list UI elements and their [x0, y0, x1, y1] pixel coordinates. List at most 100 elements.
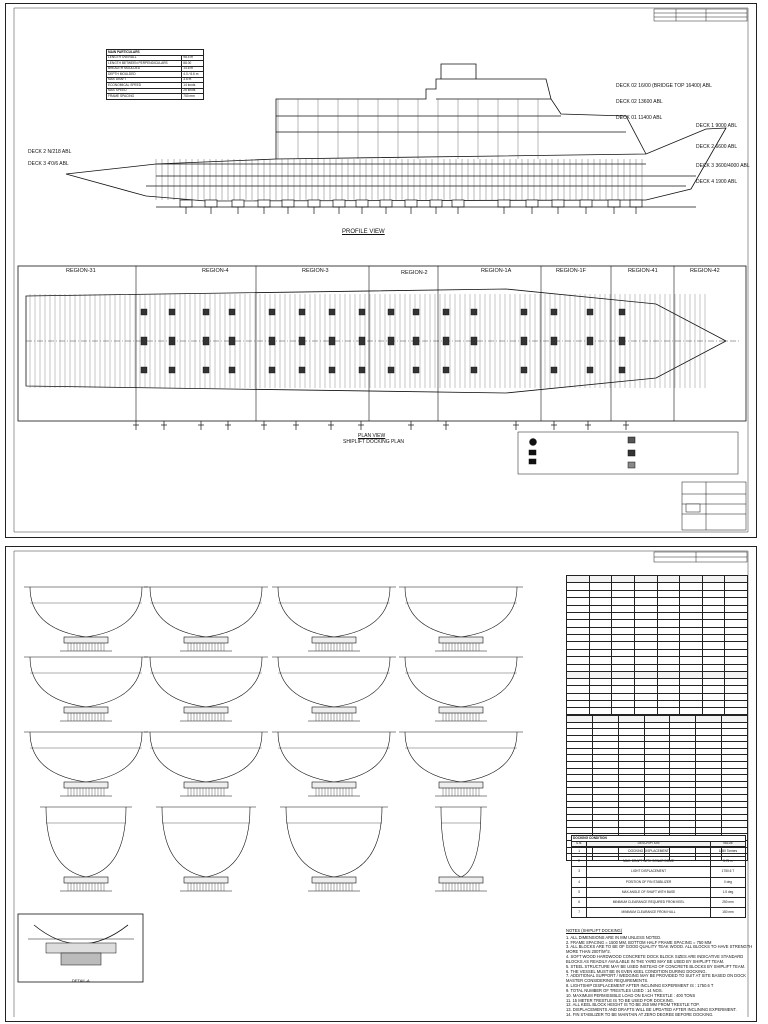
table-cell	[721, 728, 748, 736]
table-cell	[566, 734, 593, 743]
plan-view-subtitle: SHIPLIFT DOCKING PLAN	[343, 439, 405, 445]
table-cell	[643, 800, 671, 809]
table-cell	[656, 670, 681, 680]
table-row	[566, 793, 748, 802]
table-cell	[591, 741, 619, 749]
table-cell	[588, 706, 613, 716]
table-cell	[679, 619, 703, 628]
table-cell	[695, 754, 723, 763]
table-cell	[701, 656, 726, 665]
table-cell	[669, 761, 697, 769]
table-cell	[588, 692, 613, 701]
table-cell	[643, 807, 671, 815]
docking-condition-cell: 150 mm	[709, 907, 747, 919]
table-cell	[701, 582, 726, 591]
profile-view-title: PROFILE VIEW	[342, 229, 385, 235]
docking-condition-cell: 6	[570, 897, 588, 909]
table-cell	[633, 648, 658, 658]
table-cell	[566, 820, 593, 828]
table-cell	[591, 820, 619, 828]
table-cell	[643, 826, 671, 835]
table-cell	[611, 589, 635, 599]
table-cell	[669, 826, 697, 835]
table-row	[566, 663, 748, 672]
note-item: 2. FRAME SPACING = 1500 MM, BOTTOM HALF …	[566, 939, 712, 945]
table-cell	[679, 670, 703, 680]
table-cell	[588, 656, 613, 665]
table-cell	[701, 626, 726, 636]
table-row	[566, 826, 748, 835]
table-cell	[566, 715, 593, 723]
table-cell	[611, 641, 635, 650]
particular-value: 26 knots	[181, 87, 204, 95]
table-cell	[724, 604, 748, 613]
table-cell	[588, 641, 613, 650]
table-cell	[643, 813, 671, 822]
table-cell	[701, 685, 726, 694]
docking-condition-cell: 1.5 deg	[709, 886, 747, 899]
table-row	[566, 734, 748, 743]
table-cell	[701, 619, 726, 628]
particular-name: FRAME SPACING	[105, 93, 183, 100]
table-cell	[611, 656, 635, 665]
table-cell	[724, 663, 748, 672]
particular-name: LENGTH BETWEEN PERPENDICULARS	[105, 60, 183, 67]
table-cell	[566, 699, 590, 708]
table-cell	[566, 767, 593, 776]
table-cell	[679, 589, 703, 599]
table-cell	[611, 619, 635, 628]
table-cell	[669, 754, 697, 763]
table-cell	[633, 619, 658, 628]
table-cell	[669, 800, 697, 809]
note-item: 14. FIN STABILIZER TO BE MAINTAIN AT ZER…	[566, 1012, 714, 1018]
table-cell	[679, 692, 703, 701]
table-cell	[656, 574, 681, 584]
table-cell	[566, 774, 593, 782]
table-cell	[656, 678, 681, 687]
table-cell	[611, 706, 635, 716]
table-cell	[656, 626, 681, 636]
table-cell	[701, 706, 726, 716]
table-cell	[611, 670, 635, 680]
table-cell	[566, 706, 590, 716]
table-cell	[656, 582, 681, 591]
docking-condition-cell: 3.75 m	[709, 856, 747, 868]
table-cell	[591, 761, 619, 769]
table-cell	[643, 774, 671, 782]
table-cell	[679, 597, 703, 606]
side-block-table	[566, 670, 748, 716]
table-cell	[679, 641, 703, 650]
table-row	[566, 626, 748, 636]
table-cell	[721, 734, 748, 743]
table-cell	[591, 715, 619, 723]
docking-condition-cell: MAX ANGLE OF SHAFT WITH BASE	[586, 886, 711, 899]
particular-value: 750 mm	[181, 93, 204, 100]
table-row	[566, 582, 748, 591]
table-cell	[724, 611, 748, 621]
table-cell	[669, 820, 697, 828]
table-cell	[591, 774, 619, 782]
table-cell	[566, 604, 590, 613]
table-row	[566, 741, 748, 749]
note-item: 8. LIGHTSHIP DISPLACEMENT AFTER INCLININ…	[566, 983, 714, 989]
table-cell	[721, 813, 748, 822]
table-cell	[633, 626, 658, 636]
table-cell	[591, 813, 619, 822]
particular-value: 4.0 / 6.6 m	[181, 71, 204, 78]
table-cell	[617, 761, 645, 769]
table-cell	[669, 774, 697, 782]
table-cell	[566, 574, 590, 584]
docking-condition-cell: 1750.6 T	[709, 866, 747, 878]
docking-condition-cell: 7	[570, 907, 588, 919]
table-cell	[721, 767, 748, 776]
table-cell	[679, 626, 703, 636]
table-cell	[656, 611, 681, 621]
table-cell	[724, 670, 748, 680]
table-cell	[669, 747, 697, 756]
table-cell	[695, 807, 723, 815]
table-cell	[591, 787, 619, 795]
